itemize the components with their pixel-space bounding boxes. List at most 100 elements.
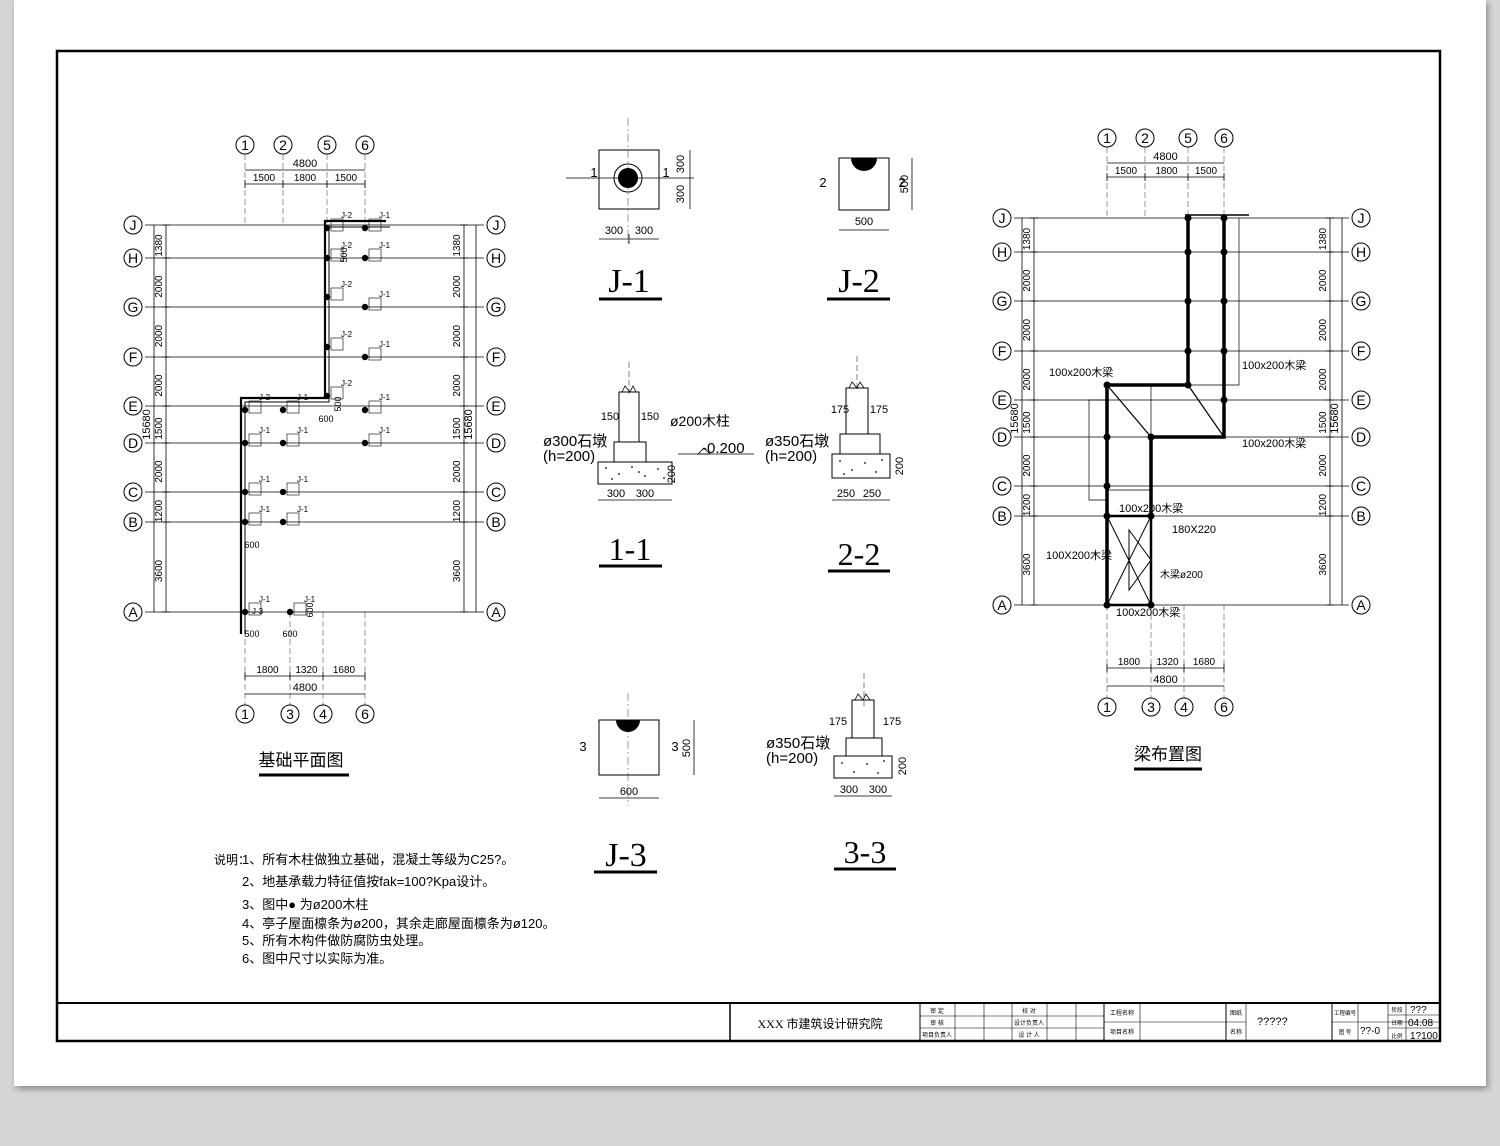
svg-text:600: 600: [620, 786, 638, 798]
top-span-dim: 1500: [335, 173, 358, 184]
row-axis-right-J: [486, 215, 506, 235]
svg-text:200: 200: [666, 465, 678, 483]
footing-tag: J-2: [341, 330, 353, 339]
eave-line: [1107, 218, 1240, 491]
drawing-name: ?????: [1257, 1016, 1288, 1028]
svg-text:300: 300: [869, 784, 887, 796]
svg-text:300: 300: [840, 784, 858, 796]
row-axis-left-F-label: F: [129, 349, 138, 365]
footing-pad: [286, 433, 300, 447]
svg-text:???: ???: [1410, 1005, 1427, 1016]
beam-plan-title: 梁布置图: [1134, 745, 1202, 764]
footing-pad: [368, 297, 382, 311]
beam-label: 100x200木梁: [1242, 358, 1306, 372]
column-marker: [1184, 297, 1192, 305]
row-axis-right-D-label: D: [491, 435, 501, 451]
row-axis-right-A-label: A: [491, 604, 501, 620]
row-axis-right-A: [486, 602, 506, 622]
svg-text:工程编号: 工程编号: [1334, 1009, 1357, 1017]
detail-j1: 1 1 300 300 300 300 J-1: [566, 118, 694, 301]
row-axis-right-H-label: H: [491, 250, 501, 266]
bottom-axis-3-1: [280, 704, 300, 724]
column-marker: [279, 406, 287, 414]
bottom-axis-4-2: [1174, 697, 1194, 717]
row-span-left: 2000: [154, 275, 165, 298]
footing-tag: J-1: [297, 393, 309, 402]
svg-text:1?100: 1?100: [1410, 1031, 1438, 1042]
svg-text:175: 175: [883, 716, 901, 728]
local-dim: 600: [305, 602, 315, 617]
svg-text:150: 150: [641, 411, 659, 423]
row-axis-right-G-label: G: [491, 299, 502, 315]
top-axis-6-3-label: 6: [361, 137, 369, 153]
svg-text:ø200木柱: ø200木柱: [670, 413, 730, 429]
total-height-left: 15680: [141, 409, 153, 440]
row-span-right: 1200: [452, 499, 463, 522]
bottom-total-dim: 4800: [1153, 674, 1177, 686]
detail-j2: 2 2 500 500 J-2: [819, 157, 913, 301]
footing-pad: [248, 482, 262, 496]
svg-text:ø350石墩: ø350石墩: [765, 433, 829, 450]
row-span-right: 2000: [1318, 454, 1329, 477]
row-axis-left-C-label: C: [997, 478, 1007, 494]
column-marker: [1184, 381, 1192, 389]
svg-text:设计负责人: 设计负责人: [1014, 1019, 1044, 1027]
footing-pad: [330, 386, 344, 400]
top-axis-1-0-label: 1: [1103, 130, 1111, 146]
bottom-span-dim: 1320: [1156, 657, 1179, 668]
footing-tag: J-1: [304, 595, 316, 604]
top-axis-6-3-label: 6: [1220, 130, 1228, 146]
bottom-axis-4-2-label: 4: [319, 706, 327, 722]
row-axis-right-J-label: J: [1358, 210, 1365, 226]
footing-tag: J-2: [341, 211, 353, 220]
footing-tag: J-1: [259, 595, 271, 604]
row-axis-left-D-label: D: [128, 435, 138, 451]
svg-text:图纸: 图纸: [1230, 1009, 1242, 1017]
footing-tag: J-1: [379, 241, 391, 250]
row-axis-right-D-label: D: [1356, 429, 1366, 445]
row-span-left: 2000: [1022, 368, 1033, 391]
svg-text:日期: 日期: [1391, 1020, 1403, 1027]
row-span-right: 3600: [452, 559, 463, 582]
row-axis-right-G-label: G: [1356, 293, 1367, 309]
drawing-number: ??-0: [1360, 1026, 1380, 1037]
column-marker: [1184, 347, 1192, 355]
row-axis-left-B-label: B: [997, 508, 1006, 524]
top-axis-5-2: [1178, 128, 1198, 148]
row-span-right: 1380: [1318, 227, 1329, 250]
top-span-dim: 1800: [1155, 166, 1178, 177]
footing-pad: [330, 337, 344, 351]
local-dim: 500: [339, 247, 349, 262]
column-marker: [323, 224, 331, 232]
row-axis-left-B: [123, 512, 143, 532]
row-axis-left-D: [123, 433, 143, 453]
column-marker: [279, 439, 287, 447]
svg-text:300: 300: [675, 155, 687, 173]
svg-text:阶段: 阶段: [1391, 1006, 1403, 1014]
local-dim: 600: [282, 629, 297, 639]
top-axis-6-3: [355, 135, 375, 155]
row-axis-right-H: [486, 248, 506, 268]
design-notes: 说明： 1、所有木柱做独立基础，混凝土等级为C25?。 2、地基承载力特征值按f…: [214, 852, 556, 966]
row-axis-right-C-label: C: [491, 484, 501, 500]
row-axis-left-A-label: A: [997, 597, 1007, 613]
row-axis-left-A: [123, 602, 143, 622]
svg-text:300: 300: [605, 225, 623, 237]
row-axis-right-F: [486, 347, 506, 367]
row-span-left: 2000: [154, 374, 165, 397]
bottom-axis-1-0-label: 1: [241, 706, 249, 722]
svg-text:项目名称: 项目名称: [1110, 1028, 1134, 1036]
row-axis-left-F: [992, 341, 1012, 361]
footing-tag: J-2: [259, 393, 271, 402]
local-dim: 500: [333, 396, 343, 411]
note-5: 5、所有木构件做防腐防虫处理。: [242, 933, 431, 948]
foundation-plan-title: 基础平面图: [259, 751, 344, 770]
column-marker: [286, 608, 294, 616]
footing-tag: J-1: [297, 505, 309, 514]
row-span-left: 1380: [1022, 227, 1033, 250]
bottom-axis-4-2-label: 4: [1180, 699, 1188, 715]
row-axis-right-B-label: B: [1356, 508, 1365, 524]
